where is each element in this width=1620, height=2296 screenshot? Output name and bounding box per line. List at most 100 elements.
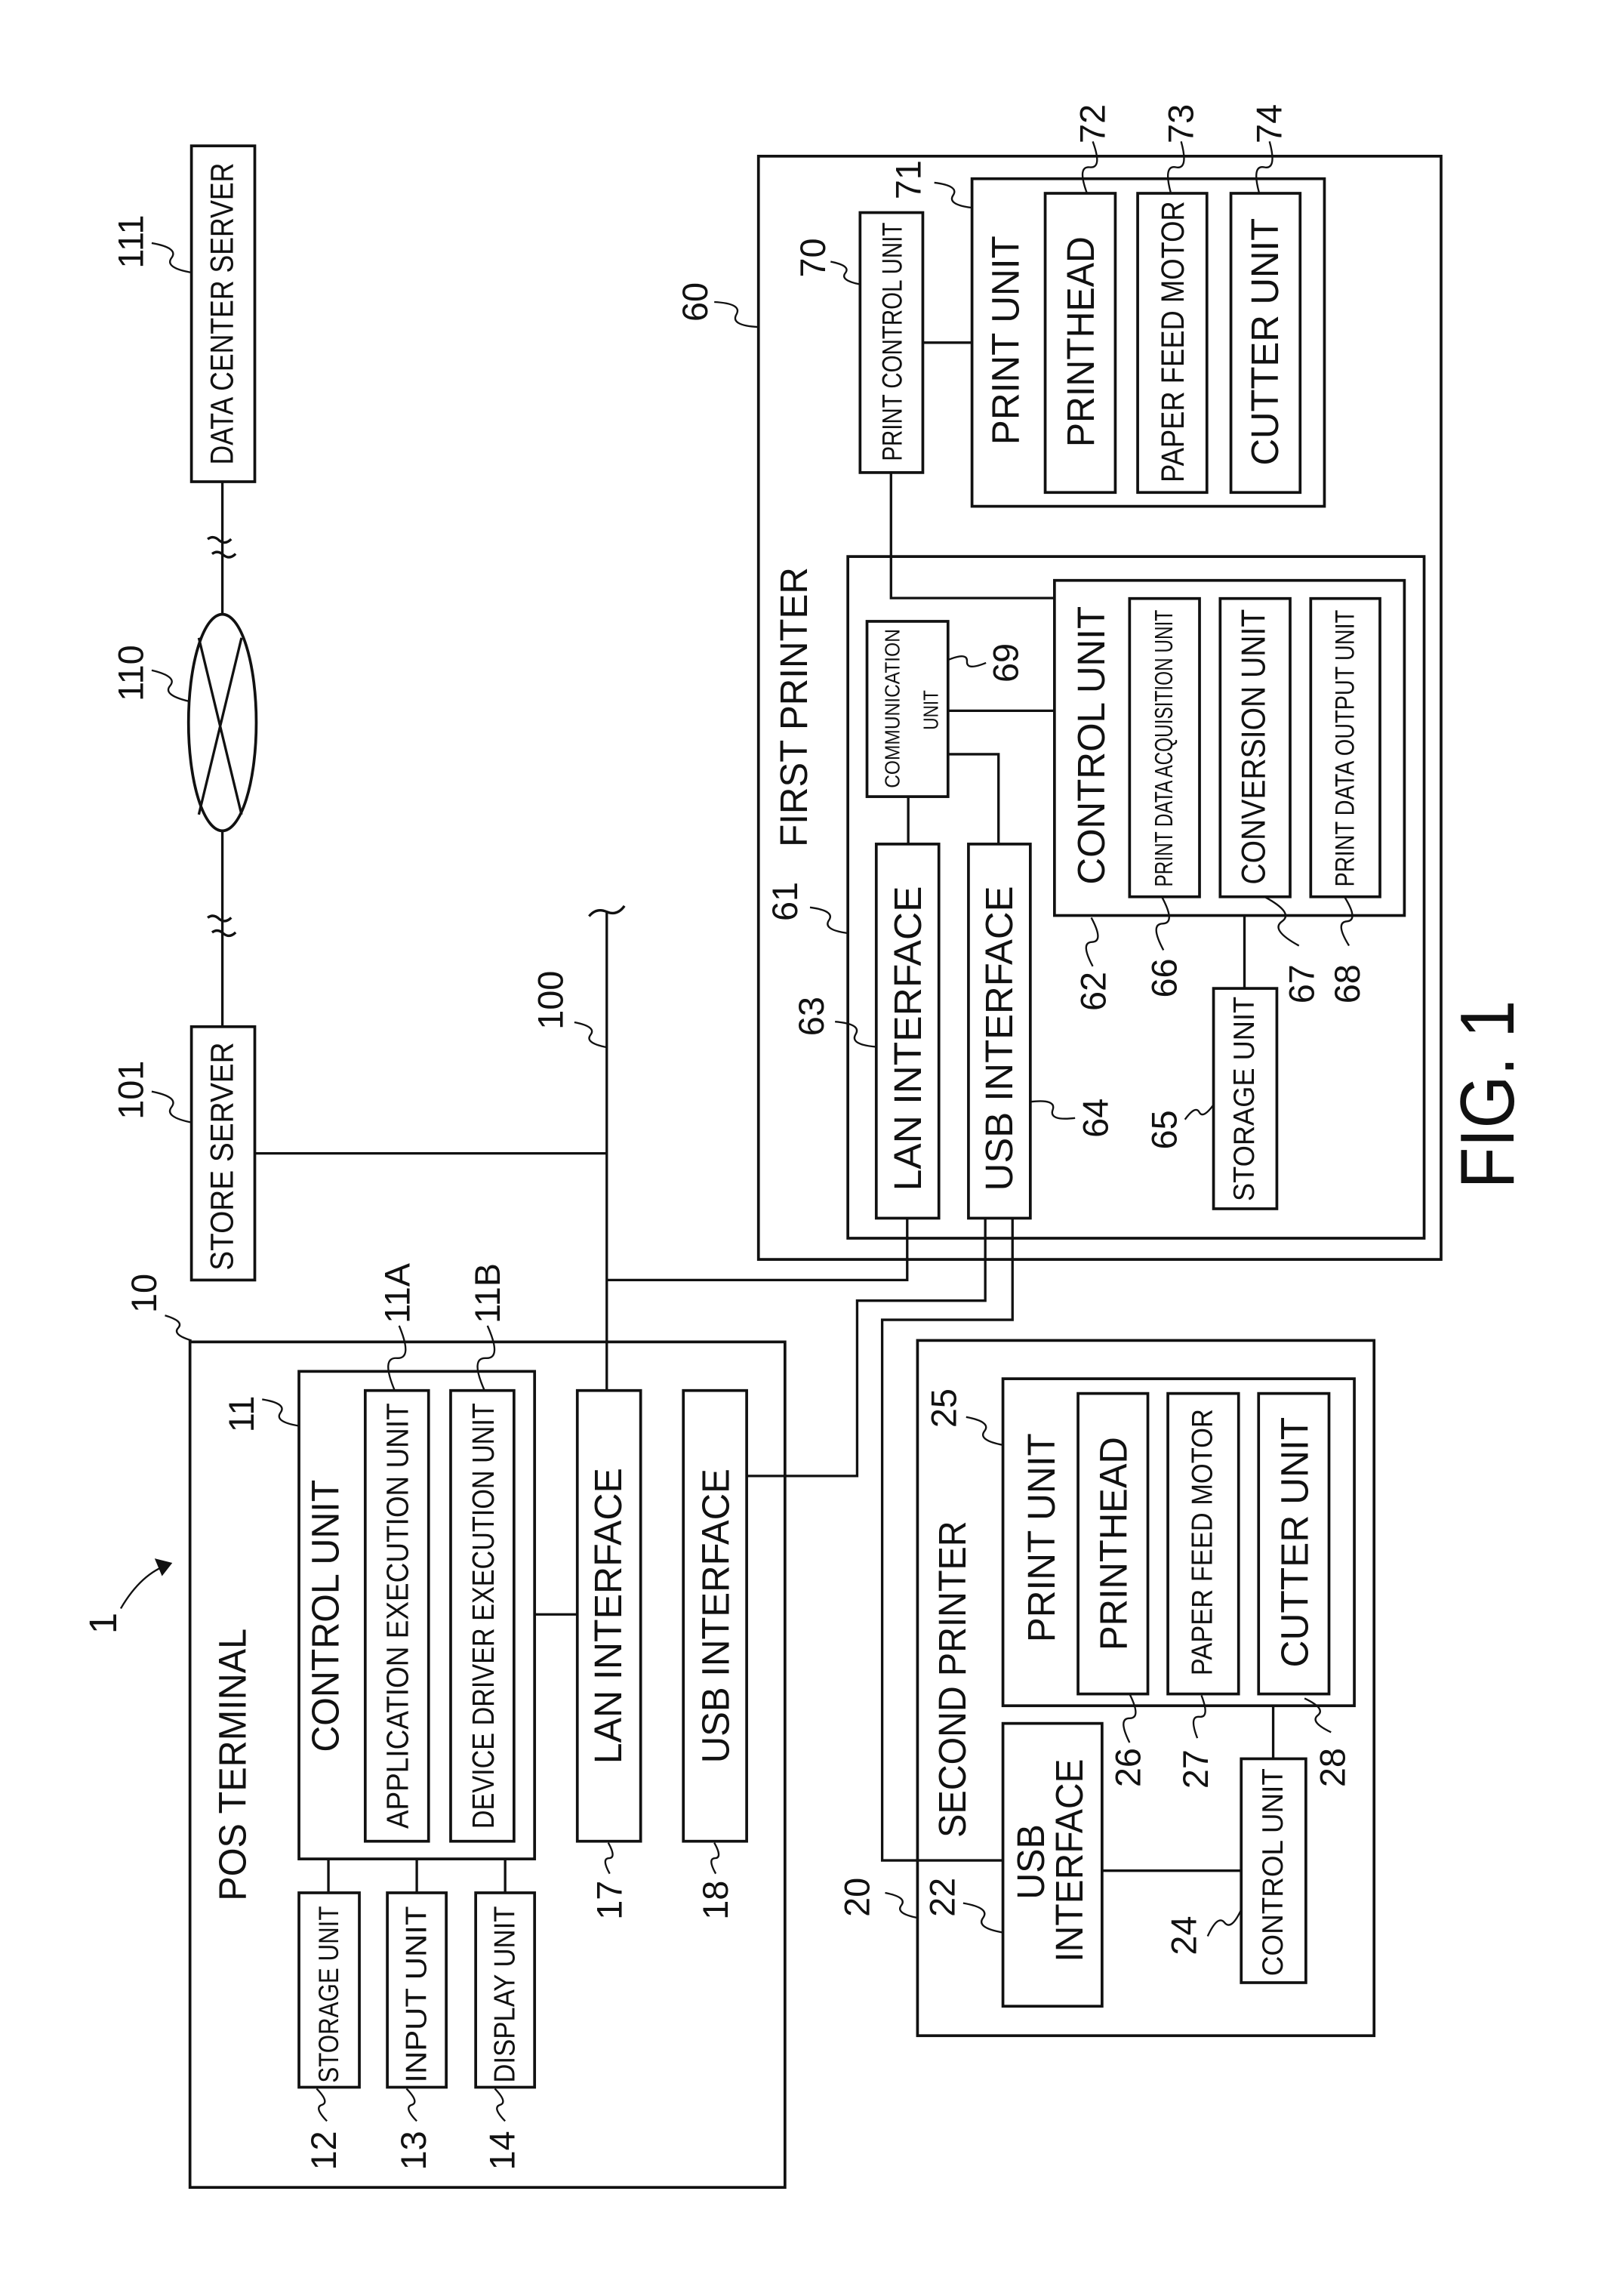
fp-storage-unit-label: STORAGE UNIT (1228, 997, 1261, 1201)
print-control-unit-label: PRINT CONTROL UNIT (876, 223, 907, 461)
ref-71: 71 (889, 160, 929, 199)
sp-printhead-label: PRINTHEAD (1092, 1437, 1135, 1650)
leader-line (406, 2088, 417, 2121)
leader-line (1030, 1101, 1075, 1118)
print-data-acquisition-unit-label: PRINT DATA ACQUISITION UNIT (1150, 610, 1178, 887)
usb-cable-pos-to-first-printer (747, 1218, 985, 1475)
leader-line (605, 1843, 613, 1874)
ref-110: 110 (112, 645, 151, 701)
communication-unit-label-line2: UNIT (919, 690, 942, 730)
sp-paper-feed-motor-label: PAPER FEED MOTOR (1187, 1409, 1219, 1675)
sp-print-unit-label: PRINT UNIT (1020, 1433, 1063, 1642)
ref-111: 111 (112, 214, 151, 268)
ref-69: 69 (986, 643, 1025, 683)
network-cloud (189, 615, 257, 831)
leader-line (152, 670, 189, 701)
leader-line (388, 1326, 405, 1391)
leader-line (1193, 1696, 1206, 1739)
ref-72: 72 (1073, 104, 1113, 143)
application-execution-unit-label: APPLICATION EXECUTION UNIT (380, 1403, 415, 1829)
ref-11A: 11A (378, 1262, 417, 1324)
ref-62: 62 (1074, 972, 1113, 1011)
leader-line (478, 1326, 494, 1391)
ref-18: 18 (696, 1881, 735, 1920)
leader-line (835, 1022, 876, 1046)
pos-usb-interface-label: USB INTERFACE (695, 1469, 738, 1763)
pos-storage-unit-label: STORAGE UNIT (313, 1906, 344, 2083)
ref-61: 61 (765, 882, 805, 921)
second-printer-label: SECOND PRINTER (931, 1521, 974, 1837)
leader-line (810, 908, 848, 933)
pos-terminal-label: POS TERMINAL (211, 1629, 254, 1901)
communication-unit-label: COMMUNICATION (880, 629, 904, 788)
ref-68: 68 (1328, 964, 1367, 1003)
fp-print-unit-label: PRINT UNIT (984, 236, 1027, 445)
leader-line (262, 1399, 299, 1425)
leader-line (714, 302, 759, 327)
leader-line (574, 1022, 607, 1047)
first-printer-label: FIRST PRINTER (772, 567, 815, 847)
network-cross-mark (199, 638, 242, 815)
ref-24: 24 (1165, 1916, 1204, 1955)
pos-lan-interface-label: LAN INTERFACE (587, 1468, 630, 1764)
ref-14: 14 (482, 2131, 522, 2170)
leader-line (316, 2088, 327, 2121)
ref-63: 63 (792, 997, 831, 1036)
sp-usb-interface-label-line2: INTERFACE (1048, 1758, 1091, 1962)
ref-74: 74 (1250, 104, 1289, 143)
leader-line (935, 183, 972, 208)
fp-control-unit-label: CONTROL UNIT (1070, 606, 1113, 885)
leader-line (1123, 1694, 1135, 1743)
store-server-label: STORE SERVER (205, 1042, 241, 1270)
arrowhead-icon (155, 1558, 172, 1576)
leader-line (948, 656, 986, 667)
leader-line (1208, 1909, 1242, 1936)
ref-11: 11 (222, 1396, 261, 1433)
fp-paper-feed-motor-label: PAPER FEED MOTOR (1155, 201, 1191, 482)
fp-lan-link (607, 1218, 907, 1280)
leader-line (1304, 1698, 1331, 1732)
ref-70: 70 (793, 238, 833, 277)
sp-usb-interface-label: USB (1009, 1824, 1052, 1899)
leader-line (165, 1315, 192, 1340)
leader-line (1341, 897, 1353, 945)
leader-line (495, 2088, 506, 2121)
leader-line (1086, 917, 1098, 966)
ref-22: 22 (923, 1878, 962, 1917)
fp-printhead-label: PRINTHEAD (1059, 236, 1102, 447)
ref-73: 73 (1162, 104, 1201, 143)
ref-25: 25 (925, 1388, 964, 1428)
ref-60: 60 (676, 282, 715, 322)
leader-line (1156, 897, 1169, 950)
ref-12: 12 (304, 2131, 343, 2170)
ref-27: 27 (1176, 1749, 1215, 1789)
fp-cutter-unit-label: CUTTER UNIT (1243, 218, 1286, 466)
leader-line (152, 243, 192, 273)
ref-10: 10 (125, 1274, 164, 1313)
ref-28: 28 (1314, 1748, 1353, 1787)
leader-line (966, 1417, 1003, 1445)
fp-comm-usb-link (948, 754, 999, 844)
ref-64: 64 (1076, 1099, 1115, 1138)
leader-line (830, 262, 860, 285)
leader-line (1265, 897, 1299, 945)
leader-line (152, 1092, 192, 1123)
ref-17: 17 (590, 1881, 630, 1920)
sp-control-unit-label: CONTROL UNIT (1257, 1768, 1289, 1976)
print-data-output-unit-label: PRINT DATA OUTPUT UNIT (1330, 610, 1360, 887)
fp-lan-interface-label: LAN INTERFACE (886, 886, 929, 1191)
ref-26: 26 (1108, 1748, 1147, 1787)
pos-control-unit-label: CONTROL UNIT (304, 1480, 347, 1752)
ref-100: 100 (531, 971, 571, 1030)
ref-20: 20 (837, 1878, 876, 1917)
leader-line (1168, 141, 1184, 193)
ref-13: 13 (394, 2131, 433, 2170)
leader-line (1185, 1105, 1214, 1120)
conversion-unit-label: CONVERSION UNIT (1234, 609, 1273, 885)
ref-101: 101 (112, 1061, 151, 1120)
fp-usb-interface-label: USB INTERFACE (978, 886, 1021, 1191)
ref-1: 1 (82, 1613, 125, 1634)
leader-line (1083, 141, 1097, 193)
data-center-server-label: DATA CENTER SERVER (205, 163, 241, 465)
